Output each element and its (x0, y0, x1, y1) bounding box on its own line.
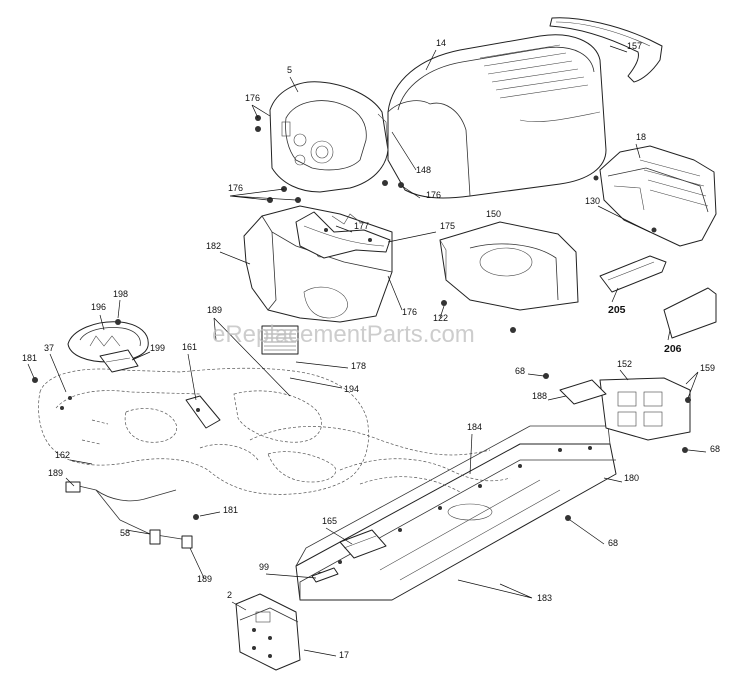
hood-part (387, 34, 607, 199)
side-panel-part (593, 145, 717, 247)
callout-label-c-188: 188 (532, 391, 547, 401)
callout-label-c-5: 5 (287, 65, 292, 75)
callout-label-c-68a: 68 (515, 366, 525, 376)
callout-label-c-183: 183 (537, 593, 552, 603)
callout-label-c-175: 175 (440, 221, 455, 231)
seat-pan-part (67, 319, 149, 373)
front-bracket-part (235, 567, 339, 671)
callout-label-c-199: 199 (150, 343, 165, 353)
callout-label-c-176d: 176 (402, 307, 417, 317)
callout-label-c-159: 159 (700, 363, 715, 373)
callout-label-c-165: 165 (322, 516, 337, 526)
callout-label-c-122: 122 (433, 313, 448, 323)
callout-label-c-189a: 189 (207, 305, 222, 315)
callout-label-c-181b: 181 (223, 505, 238, 515)
fender-part (38, 367, 369, 495)
watermark-text: eReplacementParts.com (212, 321, 475, 348)
callout-label-c-194: 194 (344, 384, 359, 394)
battery-tray-part (439, 221, 579, 333)
callout-label-c-180: 180 (624, 473, 639, 483)
callout-label-c-189b: 189 (48, 468, 63, 478)
callout-label-c-184: 184 (467, 422, 482, 432)
callout-label-c-176b: 176 (426, 190, 441, 200)
leader-lines (27, 45, 707, 657)
callout-label-c-176a: 176 (245, 93, 260, 103)
callout-label-c-14: 14 (436, 38, 446, 48)
callout-label-c-196: 196 (91, 302, 106, 312)
callout-label-c-177: 177 (354, 221, 369, 231)
callout-label-c-161: 161 (182, 342, 197, 352)
callout-label-c-130: 130 (585, 196, 600, 206)
callout-label-c-205: 205 (608, 304, 626, 316)
callout-label-c-182: 182 (206, 241, 221, 251)
callout-label-c-18: 18 (636, 132, 646, 142)
callout-label-c-198: 198 (113, 289, 128, 299)
steering-bracket-part (295, 211, 391, 259)
callout-label-c-99: 99 (259, 562, 269, 572)
wiring-harness (32, 377, 511, 549)
callout-label-c-68b: 68 (710, 444, 720, 454)
callout-label-c-68c: 68 (608, 538, 618, 548)
callout-label-c-152: 152 (617, 359, 632, 369)
main-frame-part (295, 425, 617, 601)
callout-label-c-17: 17 (339, 650, 349, 660)
callout-label-c-181a: 181 (22, 353, 37, 363)
callout-labels: 14 157 5 176 18 148 176 176 130 150 177 175 182 198 19… (22, 38, 720, 660)
callout-label-c-189c: 189 (197, 574, 212, 584)
callout-label-c-162: 162 (55, 450, 70, 460)
dash-panel-part (269, 81, 389, 193)
callout-label-c-148: 148 (416, 165, 431, 175)
bracket-205-part (599, 255, 667, 293)
plate-206-part (663, 287, 717, 339)
hitch-plate-part (543, 373, 691, 521)
callout-label-c-150: 150 (486, 209, 501, 219)
callout-label-c-178: 178 (351, 361, 366, 371)
hood-trim-part (549, 17, 663, 83)
strap-161-part (185, 395, 221, 429)
callout-label-c-157: 157 (627, 41, 642, 51)
callout-label-c-58: 58 (120, 528, 130, 538)
callout-label-c-206: 206 (664, 343, 682, 355)
callout-label-c-37: 37 (44, 343, 54, 353)
callout-label-c-2: 2 (227, 590, 232, 600)
callout-label-c-176c: 176 (228, 183, 243, 193)
